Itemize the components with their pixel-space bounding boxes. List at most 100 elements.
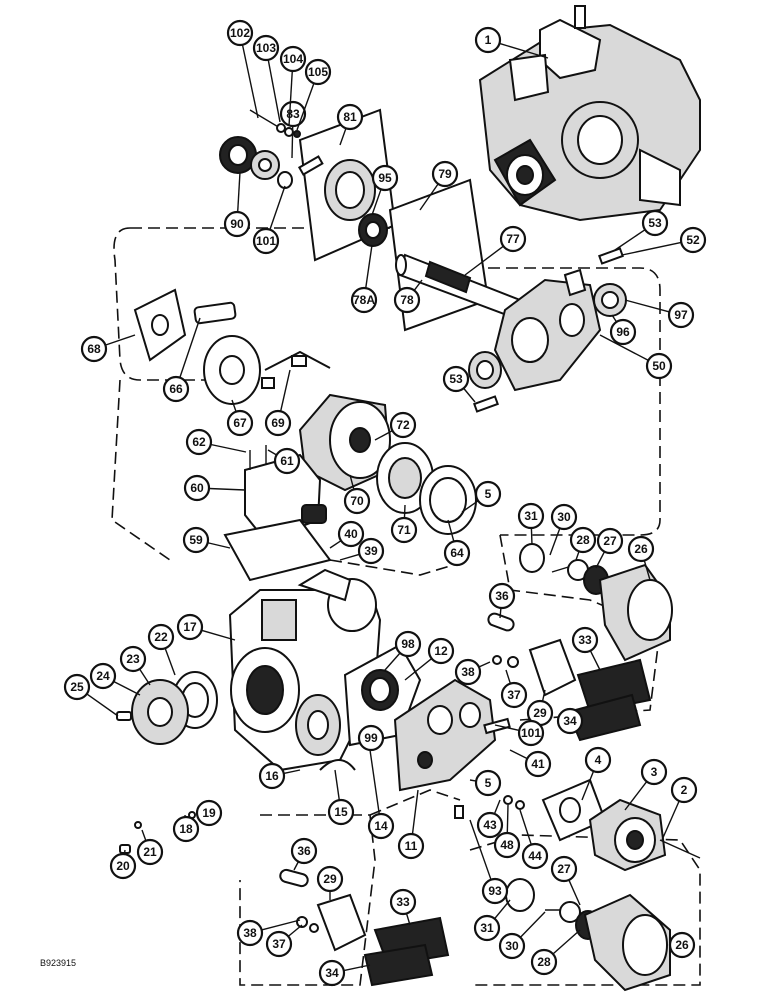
callout-ring: [109, 852, 137, 880]
callout-number: 61: [280, 454, 294, 468]
callout-number: 64: [450, 546, 464, 560]
callout-number: 103: [256, 41, 276, 55]
callout-leader: [291, 125, 294, 159]
callout-36: 36: [488, 582, 516, 619]
callout-leader: [283, 769, 301, 775]
callout-ring: [670, 776, 698, 804]
callout-leader: [463, 387, 476, 403]
callout-number: 68: [87, 342, 101, 356]
callout-leader: [339, 128, 347, 146]
callout-ring: [119, 645, 147, 673]
callout-leader: [349, 474, 355, 490]
callout-number: 23: [126, 652, 140, 666]
callout-leader: [86, 693, 119, 717]
callout-number: 29: [533, 706, 547, 720]
callout-leader: [493, 799, 501, 815]
callout-52: 52: [621, 226, 707, 256]
callout-31: 31: [473, 899, 511, 942]
callout-leader: [494, 724, 520, 732]
callout-31: 31: [517, 502, 545, 546]
callout-33: 33: [571, 626, 601, 671]
callout-ring: [337, 520, 365, 548]
callout-number: 78: [400, 293, 414, 307]
callout-number: 37: [507, 688, 521, 702]
end-cap-group: [116, 671, 218, 745]
callout-105: 105: [296, 58, 332, 131]
callout-leader: [530, 527, 533, 546]
callout-number: 43: [483, 818, 497, 832]
callout-leader: [568, 879, 581, 906]
callout-leader: [287, 924, 303, 937]
callout-leader: [661, 800, 680, 841]
callout-leader: [611, 314, 618, 323]
callout-leader: [371, 189, 382, 216]
part-callouts: 1234551112141516171819202122232425262627…: [63, 19, 707, 987]
callout-number: 39: [364, 544, 378, 558]
callout-leader: [599, 334, 649, 362]
callout-leader: [494, 899, 511, 920]
callout-38: 38: [236, 919, 301, 947]
callout-leader: [499, 42, 549, 59]
callout-98: 98: [384, 630, 422, 671]
callout-number: 66: [169, 382, 183, 396]
callout-ring: [569, 526, 597, 554]
callout-leader: [179, 317, 201, 378]
callout-leader: [365, 244, 373, 289]
callout-leader: [369, 749, 380, 815]
callout-number: 36: [495, 589, 509, 603]
callout-68: 68: [80, 334, 136, 363]
callout-number: 95: [378, 171, 392, 185]
callout-ring: [183, 474, 211, 502]
callout-70: 70: [343, 474, 371, 515]
callout-number: 53: [648, 216, 662, 230]
callout-ring: [252, 227, 280, 255]
callout-leader: [419, 183, 439, 211]
callout-leader: [552, 929, 581, 955]
callout-number: 101: [521, 726, 541, 740]
callout-leader: [505, 669, 512, 684]
charge-filter-group-upper: [519, 543, 673, 662]
callout-34: 34: [556, 707, 584, 735]
callout-ring: [627, 535, 655, 563]
callout-71: 71: [390, 504, 418, 544]
callout-leader: [138, 668, 151, 686]
callout-22: 22: [147, 623, 176, 676]
callout-leader: [595, 551, 606, 569]
callout-61: 61: [267, 447, 301, 475]
callout-ring: [176, 613, 204, 641]
callout-ring: [279, 45, 307, 73]
callout-29: 29: [526, 689, 554, 727]
callout-leader: [519, 911, 546, 938]
callout-number: 104: [283, 52, 303, 66]
callout-ring: [63, 673, 91, 701]
callout-number: 33: [396, 895, 410, 909]
callout-78A: 78A: [350, 244, 378, 314]
callout-leader: [231, 399, 237, 412]
callout-ring: [265, 930, 293, 958]
callout-ring: [195, 799, 223, 827]
callout-101: 101: [252, 185, 286, 255]
callout-leader: [269, 185, 286, 230]
callout-ring: [530, 948, 558, 976]
callout-number: 71: [397, 523, 411, 537]
callout-19: 19: [195, 799, 223, 827]
callout-ring: [442, 365, 470, 393]
callout-leader: [549, 528, 561, 556]
callout-ring: [367, 812, 395, 840]
main-housing: [228, 568, 382, 772]
callout-11: 11: [397, 789, 425, 860]
callout-78: 78: [393, 279, 423, 314]
callout-leader: [210, 443, 247, 453]
callout-12: 12: [404, 637, 455, 681]
callout-ring: [162, 375, 190, 403]
callout-25: 25: [63, 673, 119, 717]
callout-21: 21: [136, 829, 164, 866]
callout-ring: [584, 746, 612, 774]
callout-ring: [474, 769, 502, 797]
callout-ring: [517, 502, 545, 530]
callout-30: 30: [549, 503, 578, 556]
callout-ring: [394, 630, 422, 658]
callout-leader: [478, 661, 491, 668]
callout-number: 5: [485, 776, 492, 790]
callout-number: 25: [70, 680, 84, 694]
